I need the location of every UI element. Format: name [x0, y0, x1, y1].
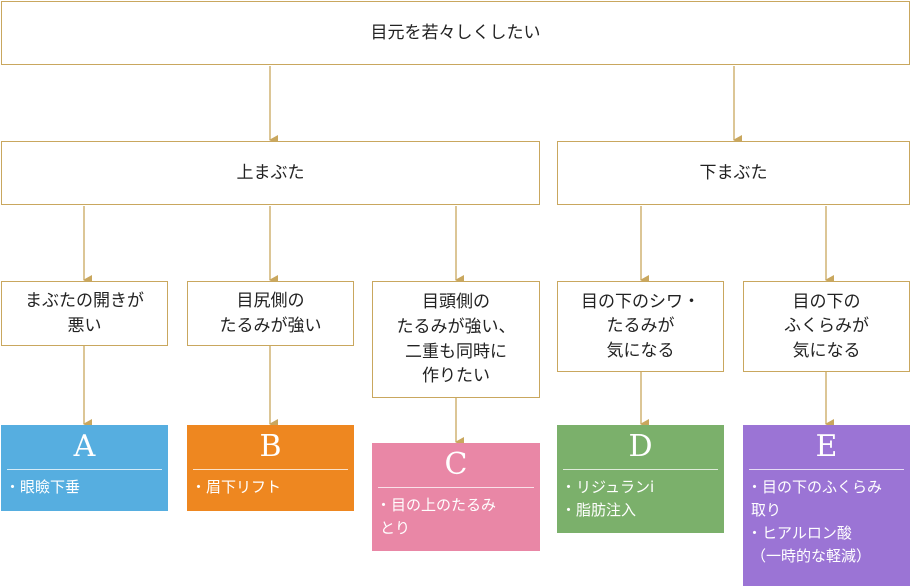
result-item: 目の上のたるみ とり [380, 494, 532, 540]
result-divider-a [7, 469, 162, 470]
result-box-b: B 眉下リフト [187, 425, 354, 511]
result-letter-b: B [259, 429, 282, 464]
category-lower-eyelid-box: 下まぶた [557, 141, 910, 205]
result-divider-c [378, 487, 534, 488]
result-box-c: C 目の上のたるみ とり [372, 443, 540, 551]
result-box-e: E 目の下のふくらみ 取り ヒアルロン酸 （一時的な軽減） [743, 425, 910, 586]
result-item: 脂肪注入 [565, 499, 716, 522]
result-item: 目の下のふくらみ 取り [751, 476, 902, 522]
concern-label-a: まぶたの開きが 悪い [25, 290, 144, 336]
result-box-a: A 眼瞼下垂 [1, 425, 168, 511]
result-letter-a: A [73, 429, 96, 464]
result-items-c: 目の上のたるみ とり [372, 494, 540, 540]
result-divider-d [563, 469, 718, 470]
result-letter-c: C [444, 447, 468, 482]
result-items-b: 眉下リフト [187, 476, 354, 499]
category-upper-eyelid-label: 上まぶた [236, 162, 305, 183]
concern-box-b: 目尻側の たるみが強い [187, 281, 354, 346]
result-items-a: 眼瞼下垂 [1, 476, 168, 499]
result-item: ヒアルロン酸 （一時的な軽減） [751, 522, 902, 568]
result-letter-d: D [628, 429, 653, 464]
concern-label-b: 目尻側の たるみが強い [219, 290, 322, 336]
result-letter-e: E [815, 429, 838, 464]
concern-box-c: 目頭側の たるみが強い、 二重も同時に 作りたい [372, 281, 540, 398]
category-lower-eyelid-label: 下まぶた [699, 162, 768, 183]
result-divider-b [193, 469, 348, 470]
root-goal-box: 目元を若々しくしたい [1, 1, 910, 65]
result-divider-e [749, 469, 904, 470]
result-item: 眉下リフト [195, 476, 346, 499]
concern-box-d: 目の下のシワ・ たるみが 気になる [557, 281, 724, 372]
concern-label-c: 目頭側の たるみが強い、 二重も同時に 作りたい [396, 292, 516, 387]
result-item: 眼瞼下垂 [9, 476, 160, 499]
concern-label-e: 目の下の ふくらみが 気になる [784, 291, 869, 361]
concern-box-e: 目の下の ふくらみが 気になる [743, 281, 910, 372]
result-item: リジュランi [565, 476, 716, 499]
root-goal-label: 目元を若々しくしたい [370, 22, 541, 43]
category-upper-eyelid-box: 上まぶた [1, 141, 540, 205]
result-items-d: リジュランi 脂肪注入 [557, 476, 724, 522]
result-box-d: D リジュランi 脂肪注入 [557, 425, 724, 533]
concern-box-a: まぶたの開きが 悪い [1, 281, 168, 346]
concern-label-d: 目の下のシワ・ たるみが 気になる [581, 291, 700, 361]
result-items-e: 目の下のふくらみ 取り ヒアルロン酸 （一時的な軽減） [743, 476, 910, 568]
